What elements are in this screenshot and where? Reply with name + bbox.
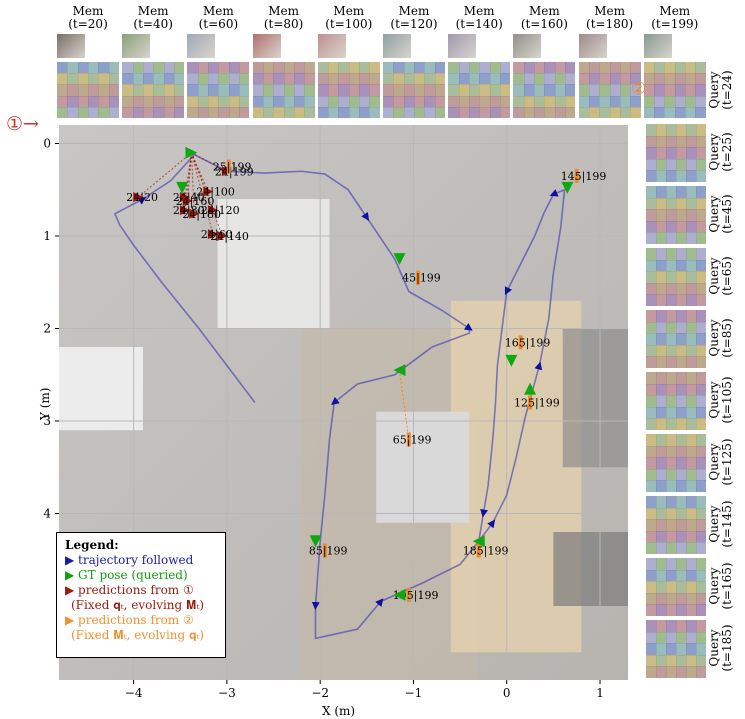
legend-pred2-sub: (Fixed 𝐌ₜ, evolving 𝐪ₜ): [65, 628, 217, 643]
pred2-label: 85|199: [309, 545, 348, 559]
y-tick-label: 4: [43, 507, 51, 521]
y-tick-label: 1: [43, 229, 51, 243]
pred1-label: 24|180: [182, 208, 221, 222]
pred2-label: 45|199: [402, 272, 441, 286]
x-tick-label: −1: [405, 686, 423, 700]
pred1-label: 24|20: [126, 191, 158, 205]
pred2-label: 65|199: [393, 434, 432, 448]
sofa: [218, 199, 330, 329]
marker-two: ②: [631, 79, 646, 99]
x-axis-label: X (m): [322, 704, 355, 718]
legend-pred1-sub: (Fixed 𝐪ₜ, evolving 𝐌ₜ): [65, 598, 217, 613]
legend: Legend: ▶ trajectory followed ▶ GT pose …: [56, 532, 226, 658]
pred2-label: 145|199: [561, 170, 607, 184]
legend-gt: ▶ GT pose (queried): [65, 568, 217, 583]
counter: [376, 412, 469, 523]
y-tick-label: 0: [43, 137, 51, 151]
legend-pred1: ▶ predictions from ①: [65, 583, 217, 598]
marker-one: ①→: [6, 113, 39, 135]
legend-title: Legend:: [65, 538, 217, 553]
x-tick-label: −4: [125, 686, 143, 700]
armchair: [59, 347, 143, 430]
pred2-label: 185|199: [463, 545, 509, 559]
legend-trajectory: ▶ trajectory followed: [65, 553, 217, 568]
x-tick-label: 1: [596, 686, 604, 700]
pred2-label: 165|199: [505, 336, 551, 350]
pred2-label: 25|199: [213, 161, 252, 175]
x-tick-label: 0: [503, 686, 511, 700]
x-tick-label: −2: [311, 686, 329, 700]
pred2-label: 125|199: [514, 397, 560, 411]
legend-pred2: ▶ predictions from ②: [65, 613, 217, 628]
pred1-label: 24|160: [176, 195, 215, 209]
dark-chair: [553, 532, 628, 606]
y-tick-label: 2: [43, 322, 51, 336]
x-tick-label: −3: [218, 686, 236, 700]
pred1-label: 24|140: [210, 230, 249, 244]
y-axis-label: Y (m): [38, 388, 52, 420]
appliance: [563, 329, 628, 468]
